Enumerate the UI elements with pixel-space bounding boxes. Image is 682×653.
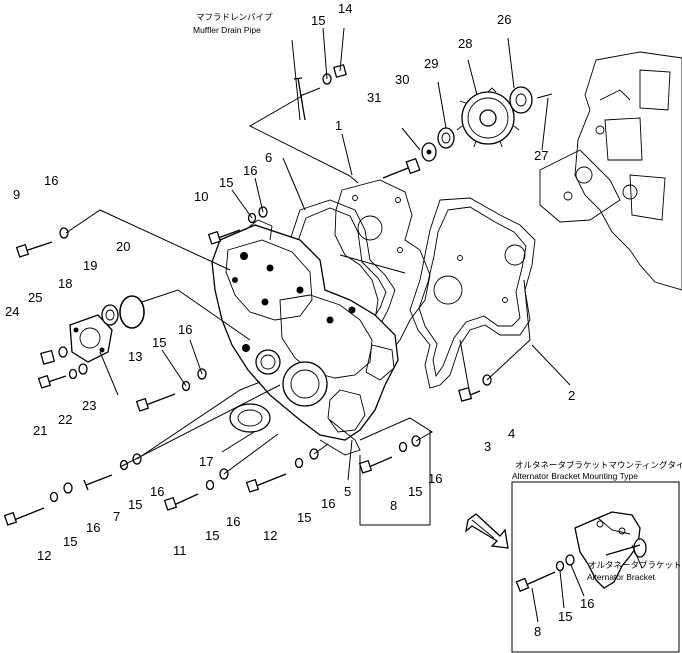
callout-16: 16	[321, 496, 335, 511]
callout-10: 10	[194, 189, 208, 204]
callout-3: 3	[484, 439, 491, 454]
callout-8: 8	[534, 624, 541, 639]
washer-16-e	[63, 482, 73, 494]
callout-28: 28	[458, 36, 472, 51]
oil-seal	[229, 403, 271, 433]
washer-15-e	[205, 479, 215, 491]
washer-23	[78, 363, 88, 375]
callout-25: 25	[28, 290, 42, 305]
callout-17: 17	[199, 454, 213, 469]
callout-16: 16	[226, 514, 240, 529]
engine-block	[539, 51, 682, 291]
alternator-mounting-caption-en: Alternator Bracket Mounting Type	[512, 471, 638, 481]
callout-5: 5	[344, 484, 351, 499]
callout-22: 22	[58, 412, 72, 427]
callout-2: 2	[568, 388, 575, 403]
gear-dowel-pin	[536, 93, 553, 99]
idler-gear	[456, 87, 520, 148]
reference-arrow	[465, 513, 509, 549]
callout-29: 29	[424, 56, 438, 71]
callout-13: 13	[128, 349, 142, 364]
washer-16-i	[565, 554, 575, 566]
washer-22	[68, 368, 78, 380]
muffler-drain-caption-jp: マフラドレンパイプ	[196, 12, 273, 22]
bolt-21	[37, 374, 67, 389]
washer-15-g	[398, 441, 408, 453]
stud-bolt-7	[83, 474, 113, 491]
leader-lines	[65, 27, 571, 526]
bolt-8-inset	[515, 571, 556, 592]
pump-cover	[69, 314, 113, 363]
callout-15: 15	[152, 335, 166, 350]
callout-15: 15	[297, 510, 311, 525]
callout-12: 12	[263, 528, 277, 543]
bolt-12-center	[245, 473, 287, 493]
callout-15: 15	[63, 534, 77, 549]
front-cover-casting	[211, 219, 399, 456]
callout-15: 15	[311, 13, 325, 28]
callout-15: 15	[219, 175, 233, 190]
washer-16-a	[59, 227, 69, 239]
nut-24	[40, 349, 56, 365]
callout-30: 30	[395, 72, 409, 87]
alternator-bracket-inset	[511, 481, 680, 653]
bolt-12-left	[3, 507, 45, 526]
callout-27: 27	[534, 148, 548, 163]
o-ring-20	[119, 295, 145, 329]
callout-23: 23	[82, 398, 96, 413]
washer-15-d	[49, 491, 59, 503]
thrust-bushing	[437, 127, 455, 149]
pump-bearing	[101, 304, 119, 326]
callout-31: 31	[367, 90, 381, 105]
callout-20: 20	[116, 239, 130, 254]
callout-14: 14	[338, 1, 352, 16]
alternator-mounting-caption-jp: オルタネータブラケットマウンティングタイプ	[515, 460, 682, 470]
bolt-10	[207, 229, 241, 245]
rear-plate-gasket	[409, 197, 536, 389]
callout-18: 18	[58, 276, 72, 291]
callout-15: 15	[558, 609, 572, 624]
callout-11: 11	[173, 543, 187, 558]
callout-26: 26	[497, 12, 511, 27]
callout-16: 16	[178, 322, 192, 337]
callout-15: 15	[128, 497, 142, 512]
callout-12: 12	[37, 548, 51, 563]
bolt-9	[15, 241, 53, 258]
callout-8: 8	[390, 498, 397, 513]
callout-6: 6	[265, 150, 272, 165]
thrust-washer	[421, 142, 437, 162]
callout-numbers: 14 15 26 28 29 30 31 1 27 6 16 15 10 9 1…	[5, 1, 594, 639]
alternator-bracket-caption-jp: オルタネータブラケット	[588, 560, 682, 570]
alternator-bracket-caption-en: Alternator Bracket	[587, 572, 656, 582]
callout-16: 16	[580, 596, 594, 611]
callout-16: 16	[44, 173, 58, 188]
muffler-drain-pipe	[293, 77, 321, 121]
callout-15: 15	[205, 528, 219, 543]
callout-9: 9	[13, 187, 20, 202]
callout-24: 24	[5, 304, 19, 319]
callout-16: 16	[86, 520, 100, 535]
callout-4: 4	[508, 426, 515, 441]
bolt-11	[163, 493, 199, 511]
callout-7: 7	[113, 509, 120, 524]
callout-1: 1	[335, 118, 342, 133]
callout-16: 16	[150, 484, 164, 499]
callout-21: 21	[33, 423, 47, 438]
washer-25	[58, 346, 68, 358]
bolt-8-center	[358, 456, 393, 474]
muffler-drain-caption-en: Muffler Drain Pipe	[193, 25, 261, 35]
callout-16: 16	[243, 163, 257, 178]
callout-19: 19	[83, 258, 97, 273]
washer-15-f	[294, 457, 304, 469]
gear-shaft-bolt	[382, 157, 421, 179]
washer-15-h	[555, 560, 565, 572]
bolt-13	[135, 393, 176, 412]
gear-hub	[509, 86, 533, 114]
callout-15: 15	[408, 484, 422, 499]
callout-16: 16	[428, 471, 442, 486]
